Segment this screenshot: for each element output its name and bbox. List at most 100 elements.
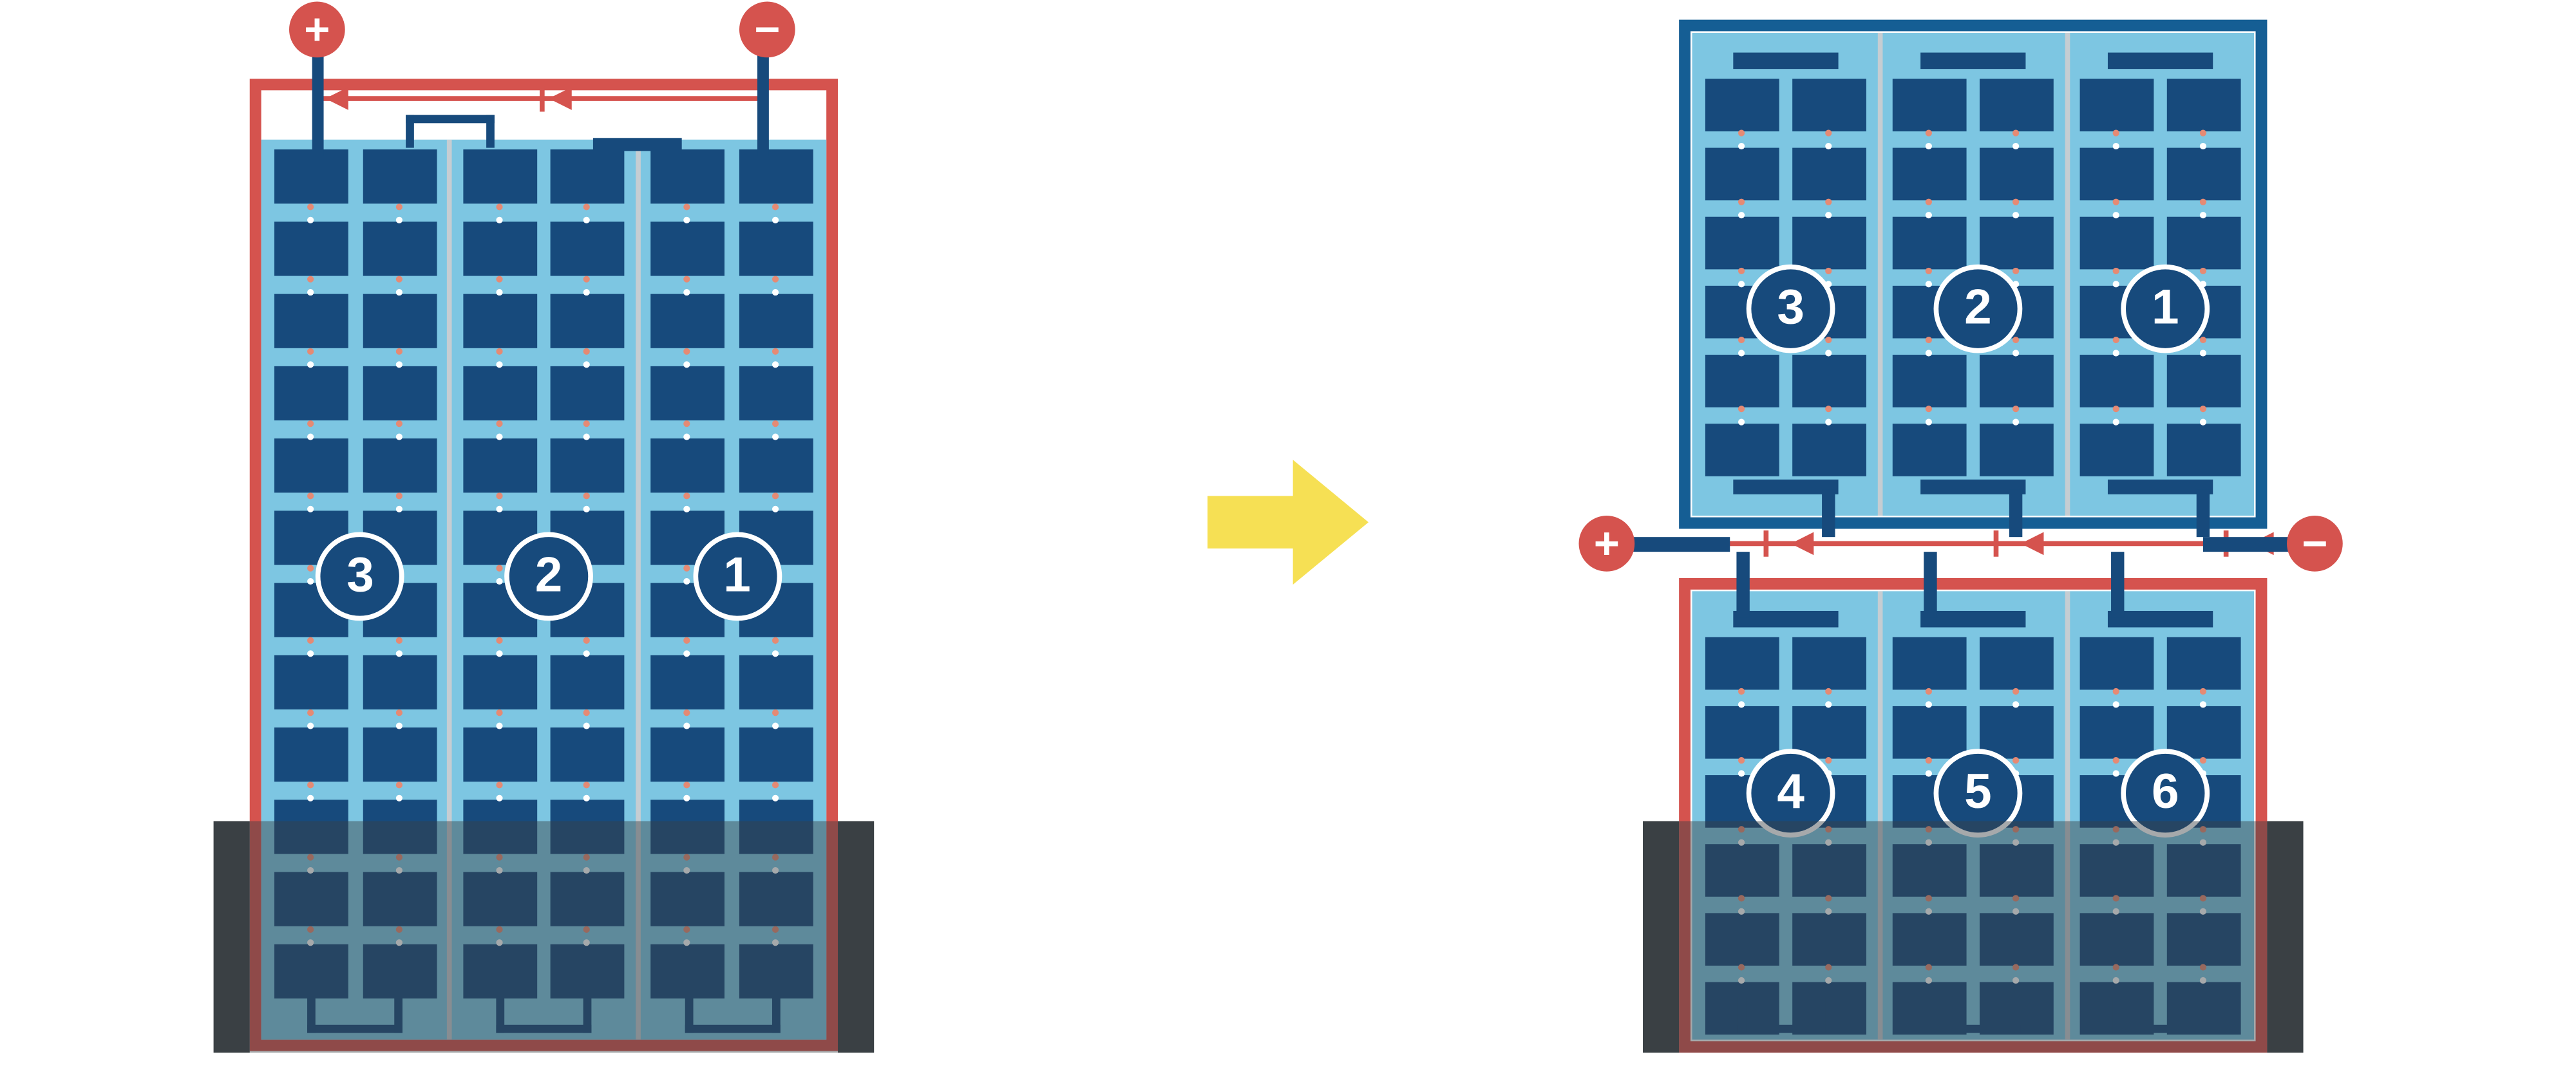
solder-dot-pair bbox=[583, 781, 592, 801]
solder-dot-pair bbox=[395, 781, 404, 801]
solder-dot-pair bbox=[684, 925, 692, 946]
solder-dot-pair bbox=[1738, 129, 1747, 150]
solar-cell bbox=[651, 438, 725, 493]
solder-dot-pair bbox=[1825, 688, 1833, 708]
string-series-bridge bbox=[592, 138, 682, 151]
solar-cell bbox=[2166, 706, 2241, 759]
junction-stub-top bbox=[2196, 489, 2210, 538]
solder-dot-pair bbox=[307, 347, 316, 368]
solar-cell bbox=[1792, 706, 1866, 759]
string-separator bbox=[1877, 591, 1882, 1040]
solder-dot-pair bbox=[2112, 336, 2121, 357]
solar-cell bbox=[551, 438, 625, 493]
solder-dot-pair bbox=[1925, 129, 1934, 150]
solder-dot-pair bbox=[1925, 406, 1934, 426]
solder-dot-pair bbox=[1825, 198, 1833, 219]
string-bottom-busbar bbox=[1733, 479, 1839, 494]
plus-icon: + bbox=[304, 4, 330, 53]
left-negative-stem bbox=[757, 54, 769, 156]
solar-cell bbox=[2079, 637, 2154, 690]
right-shading-edge bbox=[1643, 821, 1680, 1053]
solder-dot-pair bbox=[583, 853, 592, 873]
transform-arrow-icon bbox=[1207, 460, 1368, 585]
solar-cell bbox=[551, 149, 625, 204]
positive-terminal: + bbox=[289, 1, 345, 58]
solar-cell bbox=[1792, 216, 1866, 270]
solar-cell bbox=[362, 438, 437, 493]
solar-cell bbox=[1979, 355, 2054, 408]
solar-cell bbox=[462, 655, 537, 710]
solar-cell bbox=[2166, 424, 2241, 476]
solder-dot-pair bbox=[583, 925, 592, 946]
solder-dot-pair bbox=[2112, 964, 2121, 984]
solder-dot-pair bbox=[772, 347, 781, 368]
solder-dot-pair bbox=[395, 708, 404, 729]
solder-dot-pair bbox=[395, 203, 404, 223]
solder-dot-pair bbox=[684, 781, 692, 801]
string-label: 1 bbox=[2121, 264, 2210, 353]
solder-dot-pair bbox=[684, 492, 692, 512]
solar-cell bbox=[651, 366, 725, 421]
solar-cell bbox=[1705, 147, 1779, 201]
solder-dot-pair bbox=[1825, 895, 1833, 915]
solder-dot-pair bbox=[1738, 406, 1747, 426]
solar-cell bbox=[1979, 424, 2054, 476]
solar-cell bbox=[1892, 637, 1967, 690]
solder-dot-pair bbox=[2112, 406, 2121, 426]
solder-dot-pair bbox=[1925, 757, 1934, 777]
solder-dot-pair bbox=[772, 708, 781, 729]
junction-stub-top bbox=[2009, 489, 2023, 538]
solder-dot-pair bbox=[2012, 406, 2021, 426]
solar-cell bbox=[1892, 913, 1967, 966]
solar-cell bbox=[274, 366, 348, 421]
string-top-busbar bbox=[2107, 52, 2213, 70]
solar-cell bbox=[739, 221, 813, 276]
string-top-busbar bbox=[1733, 52, 1839, 70]
solder-dot-pair bbox=[307, 419, 316, 440]
solar-cell bbox=[739, 366, 813, 421]
solder-dot-pair bbox=[495, 203, 504, 223]
solar-cell bbox=[651, 294, 725, 348]
solar-cell bbox=[1892, 355, 1967, 408]
solder-dot-pair bbox=[1825, 826, 1833, 846]
solder-dot-pair bbox=[1738, 336, 1747, 357]
solar-cell bbox=[1979, 147, 2054, 201]
solder-dot-pair bbox=[307, 636, 316, 657]
solder-dot-pair bbox=[1738, 964, 1747, 984]
string-bottom-jumper bbox=[307, 997, 403, 1033]
solder-dot-pair bbox=[495, 275, 504, 295]
left-shading-edge bbox=[838, 821, 875, 1053]
solar-cell bbox=[739, 944, 813, 999]
solar-cell bbox=[1792, 844, 1866, 897]
solar-cell bbox=[462, 872, 537, 926]
solder-dot-pair bbox=[684, 708, 692, 729]
solar-cell bbox=[651, 872, 725, 926]
solar-cell bbox=[362, 727, 437, 782]
solar-cell bbox=[551, 727, 625, 782]
solder-dot-pair bbox=[772, 203, 781, 223]
string-label: 3 bbox=[1746, 264, 1835, 353]
solder-dot-pair bbox=[1738, 895, 1747, 915]
solar-cell bbox=[462, 366, 537, 421]
solder-dot-pair bbox=[1738, 688, 1747, 708]
solar-cell bbox=[739, 800, 813, 854]
solder-dot-pair bbox=[1925, 336, 1934, 357]
solar-cell bbox=[2079, 216, 2154, 270]
solder-dot-pair bbox=[684, 853, 692, 873]
solder-dot-pair bbox=[1825, 267, 1833, 288]
solder-dot-pair bbox=[772, 275, 781, 295]
solder-dot-pair bbox=[684, 203, 692, 223]
solder-dot-pair bbox=[395, 636, 404, 657]
solder-dot-pair bbox=[772, 781, 781, 801]
solar-cell bbox=[739, 872, 813, 926]
solder-dot-pair bbox=[495, 347, 504, 368]
string-top-busbar bbox=[1920, 52, 2026, 70]
solar-cell bbox=[274, 727, 348, 782]
string-bottom-busbar bbox=[1920, 479, 2026, 494]
solder-dot-pair bbox=[2199, 406, 2208, 426]
solar-cell bbox=[462, 438, 537, 493]
solder-dot-pair bbox=[2112, 198, 2121, 219]
solar-cell bbox=[274, 149, 348, 204]
solder-dot-pair bbox=[495, 708, 504, 729]
string-bottom-jumper bbox=[496, 997, 592, 1033]
